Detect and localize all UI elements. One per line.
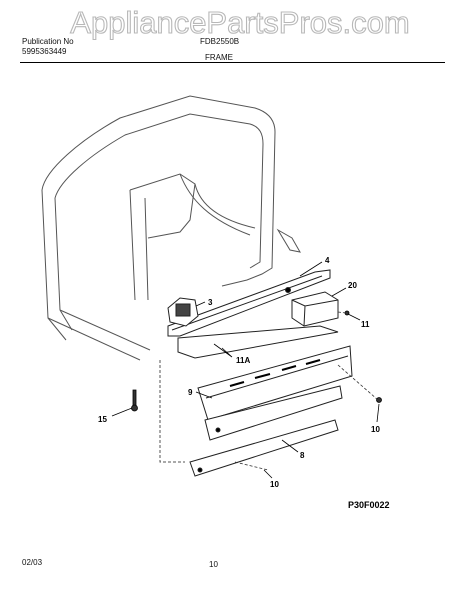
leader-10-right [376, 403, 380, 423]
part-11a-bracket [177, 325, 339, 359]
publication-number: 5995363449 [22, 47, 67, 56]
part-3-switch-body [175, 303, 191, 317]
tub-frame-bottom [47, 309, 151, 361]
footer-page-number: 10 [209, 560, 218, 569]
part-8-lower [189, 419, 339, 477]
watermark-text: AppliancePartsPros.com [70, 6, 409, 40]
leader-11a [213, 343, 233, 358]
publication-label: Publication No [22, 37, 74, 46]
leader-3 [195, 301, 206, 307]
header-rule [20, 62, 445, 63]
part-8-hole-b [197, 467, 203, 473]
tub-frame-left [41, 189, 73, 341]
part-10-screw-right [376, 397, 382, 403]
callout-11: 11 [361, 320, 370, 329]
model-number: FDB2550B [200, 37, 240, 46]
leader-20 [331, 287, 347, 297]
leader-10-bottom [263, 469, 273, 479]
callout-3: 3 [208, 298, 213, 307]
part-8-hole [215, 427, 221, 433]
part-15-screw [132, 389, 137, 407]
leader-8 [281, 439, 299, 453]
part-4-rail [167, 269, 331, 337]
callout-8: 8 [300, 451, 305, 460]
part-8-panel [204, 385, 343, 441]
part-9-panel-face [205, 355, 349, 399]
leader-4 [299, 261, 323, 277]
tub-frame-crossbar [129, 173, 196, 239]
part-20-bracket [291, 291, 339, 327]
tub-frame-inner [54, 113, 264, 269]
leader-11 [347, 313, 361, 321]
part-20-bracket-top [291, 299, 339, 327]
section-title: FRAME [205, 53, 233, 62]
tub-frame-curve [179, 173, 256, 236]
tub-frame-tab [276, 228, 301, 253]
guide-part-10-right [337, 364, 379, 401]
figure-reference: P30F0022 [348, 500, 390, 510]
guide-part-11 [337, 311, 347, 314]
callout-10-right: 10 [371, 425, 380, 434]
guide-line-left [159, 360, 185, 463]
callout-4: 4 [325, 256, 330, 265]
callout-10-bottom: 10 [270, 480, 279, 489]
watermark-logo: AppliancePartsPros.com [70, 6, 411, 40]
part-4-rail-edge [171, 275, 323, 331]
part-9-panel [197, 345, 353, 421]
callout-11a: 11A [236, 356, 250, 365]
part-15-screw-head [131, 404, 138, 412]
leader-15 [111, 407, 133, 417]
tub-frame-side [129, 189, 149, 301]
callout-15: 15 [98, 415, 107, 424]
tub-frame-outer [41, 95, 276, 287]
footer-date: 02/03 [22, 558, 43, 567]
guide-part-10-bottom [234, 461, 269, 471]
part-4-hole [285, 287, 291, 293]
part-9-louvers [229, 359, 321, 387]
leader-9 [195, 391, 213, 399]
callout-9: 9 [188, 388, 193, 397]
callout-20: 20 [348, 281, 357, 290]
